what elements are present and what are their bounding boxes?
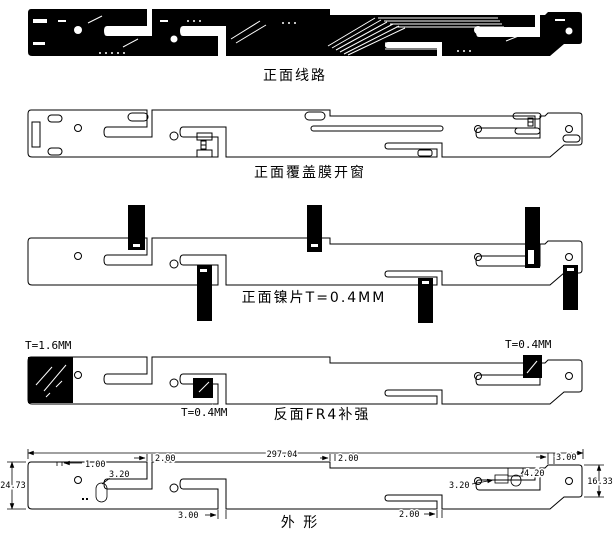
dim-slit-bottom-right-value: 2.00: [399, 510, 419, 520]
view-outline: 297.04 24.73 16.33 1.00 3.20: [0, 449, 614, 532]
dim-hook-offset-value: 3.20: [449, 481, 469, 491]
fr4-label-left: T=1.6MM: [25, 339, 72, 352]
dim-tab-top: 3.00: [536, 452, 578, 465]
view-title-fr4: 反面FR4补强: [274, 407, 371, 423]
dim-right-height-value: 16.33: [587, 477, 613, 487]
trace-lines: [87, 15, 527, 56]
view-coverlay: 正面覆盖膜开窗: [27, 109, 583, 181]
pcb-outline: [27, 356, 583, 405]
dim-top-notch: 1.00: [56, 459, 107, 472]
dim-top-notch-value: 1.00: [85, 460, 105, 470]
dim-slit-top-value: 2.00: [155, 454, 175, 464]
fr4-hatch-middle: [198, 381, 210, 393]
fr4-label-right: T=0.4MM: [505, 338, 552, 351]
fr4-label-middle: T=0.4MM: [181, 406, 228, 419]
view-fr4: T=1.6MM T=0.4MM T=0.4MM 反面FR4补强: [24, 337, 583, 423]
view-nickel: 正面镍片T=0.4MM: [27, 205, 583, 323]
nickel-tab: [197, 265, 212, 321]
fr4-hatch-left: [35, 364, 67, 398]
fr4-stiffener-left: [28, 357, 73, 403]
dim-left-slot: 3.20: [82, 469, 131, 503]
dim-hook: 4.20 3.20: [448, 468, 546, 493]
dim-slit-bottom-right: 2.00: [398, 509, 443, 522]
nickel-tab-marks: [133, 244, 574, 284]
nickel-tab: [128, 205, 145, 250]
view-title-front-circuit: 正面线路: [263, 68, 327, 84]
nickel-tabs: [128, 205, 578, 323]
dim-step-value: 2.00: [338, 454, 358, 464]
dim-left-slot-value: 3.20: [109, 470, 129, 480]
view-title-nickel: 正面镍片T=0.4MM: [242, 290, 387, 306]
dim-left-height: 24.73: [0, 461, 27, 510]
dim-slit-bottom-left: 3.00: [177, 510, 227, 523]
dim-slit-top: 2.00: [134, 453, 177, 466]
dim-total-length-value: 297.04: [267, 450, 298, 460]
fr4-hatch-right: [526, 360, 538, 374]
view-front-circuit: 正面线路: [28, 9, 582, 84]
dim-step: 2.00: [320, 453, 360, 466]
nickel-tab: [307, 205, 322, 252]
dim-total-length: 297.04: [27, 449, 584, 462]
nickel-tab: [418, 278, 433, 323]
dim-slit-bottom-left-value: 3.00: [178, 511, 198, 521]
dim-left-height-value: 24.73: [0, 481, 26, 491]
pcb-outline: [27, 237, 583, 286]
view-title-outline: 外 形: [281, 515, 319, 531]
nickel-tab: [563, 265, 578, 310]
dim-tab-top-value: 3.00: [556, 453, 576, 463]
dim-right-height: 16.33: [584, 464, 614, 498]
plated-holes: [74, 26, 573, 43]
pcb-silhouette: [28, 9, 582, 56]
pad-marks: [33, 19, 565, 54]
dim-hook-width-value: 4.20: [524, 469, 544, 479]
view-title-coverlay: 正面覆盖膜开窗: [254, 164, 366, 181]
coverlay-openings: [31, 111, 581, 158]
